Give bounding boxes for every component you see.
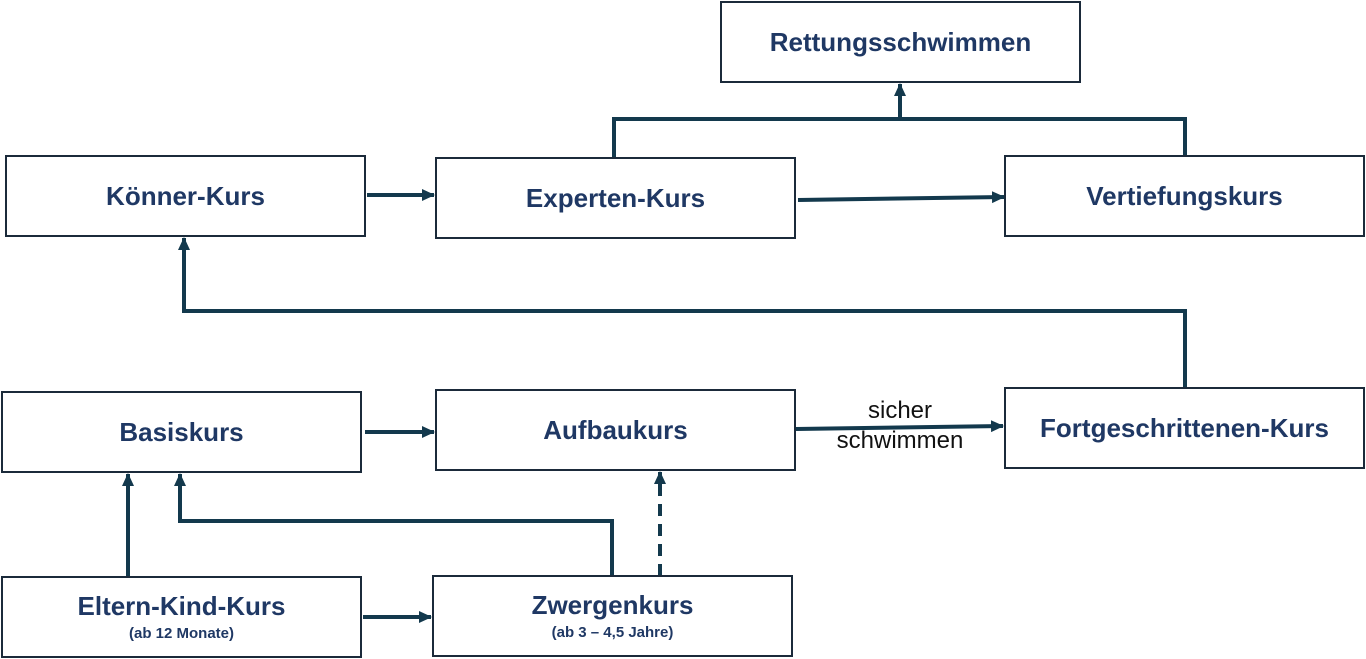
box-rettungsschwimmen-title: Rettungsschwimmen [769, 27, 1032, 57]
box-vertiefungskurs-title: Vertiefungskurs [1086, 181, 1283, 211]
box-aufbaukurs-title: Aufbaukurs [543, 415, 688, 445]
box-vertiefungskurs: Vertiefungskurs [1004, 155, 1365, 237]
box-experten-kurs: Experten-Kurs [435, 157, 796, 239]
arrow-aufbau-to-fortgeschrittenen [795, 420, 1004, 433]
connector-experten-vertiefung-to-rettungsschwimmen [612, 117, 1187, 157]
box-eltern-kind-kurs-title: Eltern-Kind-Kurs [77, 591, 286, 621]
box-basiskurs: Basiskurs [1, 391, 362, 473]
arrow-experten-to-vertiefung [797, 191, 1005, 204]
edge-label-sicher-schwimmen: sicher schwimmen [810, 396, 990, 456]
box-zwergenkurs: Zwergenkurs (ab 3 – 4,5 Jahre) [432, 575, 793, 657]
box-eltern-kind-kurs: Eltern-Kind-Kurs (ab 12 Monate) [1, 576, 362, 658]
box-aufbaukurs: Aufbaukurs [435, 389, 796, 471]
edge-label-line-1: sicher [867, 397, 933, 424]
box-eltern-kind-kurs-subtitle: (ab 12 Monate) [128, 625, 234, 642]
box-fortgeschrittenen-kurs: Fortgeschrittenen-Kurs [1004, 387, 1365, 469]
box-fortgeschrittenen-kurs-title: Fortgeschrittenen-Kurs [1040, 413, 1329, 443]
box-zwergenkurs-subtitle: (ab 3 – 4,5 Jahre) [551, 624, 674, 641]
box-experten-kurs-title: Experten-Kurs [525, 183, 706, 213]
arrow-fortgeschrittenen-to-koenner [178, 237, 1187, 387]
edge-label-line-2: schwimmen [836, 427, 964, 454]
box-rettungsschwimmen: Rettungsschwimmen [720, 1, 1081, 83]
arrow-zwergen-to-basis [174, 473, 614, 576]
box-basiskurs-title: Basiskurs [119, 417, 244, 447]
box-koenner-kurs: Könner-Kurs [5, 155, 366, 237]
box-koenner-kurs-title: Könner-Kurs [106, 181, 265, 211]
box-zwergenkurs-title: Zwergenkurs [531, 590, 694, 620]
